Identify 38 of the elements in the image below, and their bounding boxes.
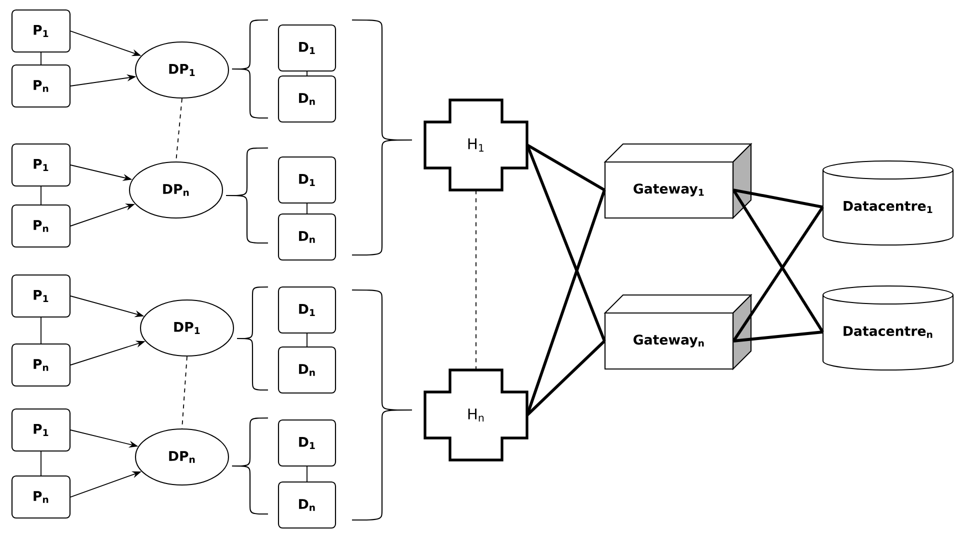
node-label: Datacentre$_{n}$ [844,326,932,338]
process-box: P$_{1}$ [11,9,71,53]
device-box: D$_{1}$ [278,156,336,204]
database-cylinder: Datacentre$_{1}$ [822,160,954,246]
process-box: P$_{1}$ [11,274,71,318]
device-box: D$_{n}$ [278,75,336,123]
connector-line [306,203,308,214]
connector-line [526,144,606,192]
connector-line [526,144,606,342]
device-box: D$_{1}$ [278,419,336,467]
device-box: D$_{n}$ [278,213,336,261]
connector-line [526,190,606,416]
process-box: P$_{1}$ [11,143,71,187]
device-box: D$_{n}$ [278,481,336,529]
device-box: D$_{1}$ [278,24,336,72]
connector-line [732,189,824,333]
process-box: P$_{n}$ [11,204,71,248]
connector-line [40,52,42,65]
connector-line [733,188,824,208]
process-box: P$_{1}$ [11,408,71,452]
connector-line [306,71,308,76]
database-cylinder: Datacentre$_{n}$ [822,285,954,371]
device-box: D$_{n}$ [278,346,336,394]
process-box: P$_{n}$ [11,64,71,108]
process-box: P$_{n}$ [11,343,71,387]
connector-line [40,186,42,205]
hub-cross: H$_{1}$ [424,98,528,192]
hub-cross: H$_{n}$ [424,368,528,462]
connector-line [40,451,42,476]
connector-line [732,206,824,342]
connector-line [306,333,308,347]
process-box: P$_{n}$ [11,475,71,519]
connector-line [40,317,42,344]
connector-line [733,330,823,342]
device-box: D$_{1}$ [278,286,336,334]
connector-line [306,466,308,482]
node-label: Datacentre$_{1}$ [844,201,932,213]
connector-line [526,340,606,416]
